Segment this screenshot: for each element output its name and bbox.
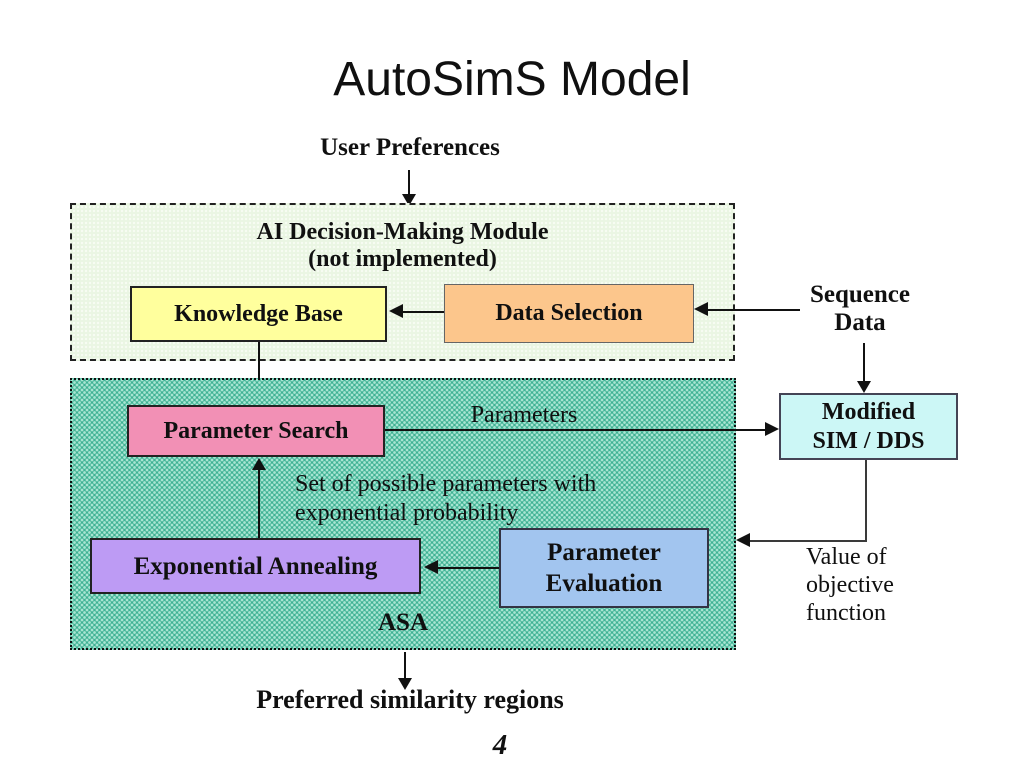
sequence-data-label: Sequence Data [810, 281, 910, 336]
msd-down-line [865, 460, 867, 541]
ps-to-msd-arrowhead-icon [765, 422, 779, 436]
seq-to-msd-arrowhead-icon [857, 381, 871, 393]
seq-to-ds-arrowhead-icon [694, 302, 708, 316]
asa-label: ASA [377, 609, 428, 636]
parameter-search-box: Parameter Search [127, 405, 385, 457]
parameter-evaluation-box: Parameter Evaluation [499, 528, 709, 608]
pe-to-ea-arrowhead-icon [424, 560, 438, 574]
msd-to-asa-line [750, 540, 867, 542]
asa-output-line [404, 652, 406, 678]
data-selection-box: Data Selection [444, 284, 694, 343]
user-preferences-label: User Preferences [320, 134, 500, 161]
ds-to-kb-arrowhead-icon [389, 304, 403, 318]
exponential-annealing-box: Exponential Annealing [90, 538, 421, 594]
modified-sim-dds-box: Modified SIM / DDS [779, 393, 958, 460]
user-preferences-arrow-line [408, 170, 410, 194]
asa-output-arrowhead-icon [398, 678, 412, 690]
ea-to-ps-line [258, 470, 260, 538]
msd-to-asa-arrowhead-icon [736, 533, 750, 547]
set-of-possible-parameters-label: Set of possible parameters with exponent… [295, 471, 597, 526]
pe-to-ea-line [438, 567, 499, 569]
parameters-label: Parameters [470, 402, 578, 428]
ps-to-msd-line [385, 429, 765, 431]
kb-to-ps-line [258, 342, 260, 390]
seq-to-msd-line [863, 343, 865, 381]
page-number: 4 [492, 729, 508, 761]
ai-module-title: AI Decision-Making Module [256, 219, 549, 245]
preferred-similarity-regions-label: Preferred similarity regions [256, 685, 564, 714]
value-of-objective-label: Value of objective function [806, 544, 894, 626]
ea-to-ps-arrowhead-icon [252, 458, 266, 470]
ai-module-subtitle: (not implemented) [308, 246, 497, 272]
seq-to-ds-line [708, 309, 800, 311]
page-title: AutoSimS Model [333, 53, 691, 106]
knowledge-base-box: Knowledge Base [130, 286, 387, 342]
ds-to-kb-line [403, 311, 444, 313]
